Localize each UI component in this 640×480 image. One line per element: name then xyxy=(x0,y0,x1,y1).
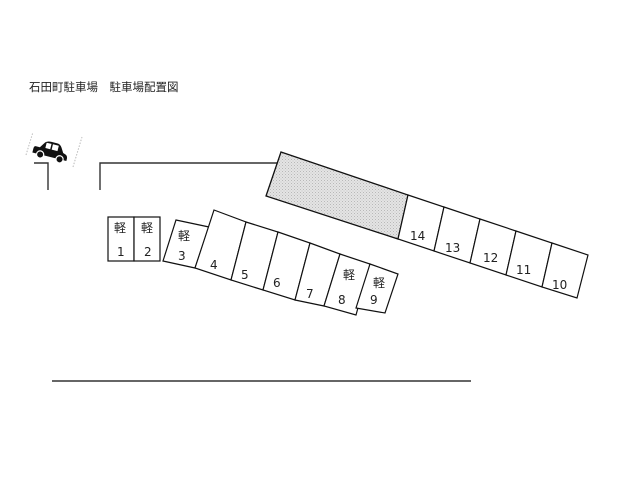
stall-number-4: 4 xyxy=(210,258,218,272)
stall-number-2: 2 xyxy=(144,245,152,259)
stall-number-3: 3 xyxy=(178,249,186,263)
kei-label-9: 軽 xyxy=(373,276,385,290)
page-title: 石田町駐車場 駐車場配置図 xyxy=(29,80,179,94)
stall-row-left xyxy=(107,209,399,316)
stall-number-7: 7 xyxy=(306,287,314,301)
stall-number-5: 5 xyxy=(241,268,249,282)
car-icon xyxy=(25,131,83,168)
building xyxy=(265,151,409,240)
kei-label-8: 軽 xyxy=(343,268,355,282)
stall-number-14: 14 xyxy=(410,229,425,243)
stall-number-13: 13 xyxy=(445,241,460,255)
stall-number-6: 6 xyxy=(273,276,281,290)
stall-10[interactable] xyxy=(541,242,589,299)
stall-9[interactable] xyxy=(355,263,399,314)
kei-label-1: 軽 xyxy=(114,221,126,235)
stall-number-9: 9 xyxy=(370,293,378,307)
stall-row-right xyxy=(397,194,589,299)
kei-label-2: 軽 xyxy=(141,221,153,235)
boundary-wall-top xyxy=(99,162,279,190)
boundary-wall-left xyxy=(34,162,49,190)
stall-2[interactable] xyxy=(133,216,161,262)
stall-number-12: 12 xyxy=(483,251,498,265)
kei-label-3: 軽 xyxy=(178,229,190,243)
stall-number-1: 1 xyxy=(117,245,125,259)
stall-number-10: 10 xyxy=(552,278,567,292)
stall-number-8: 8 xyxy=(338,293,346,307)
stall-number-11: 11 xyxy=(516,263,531,277)
